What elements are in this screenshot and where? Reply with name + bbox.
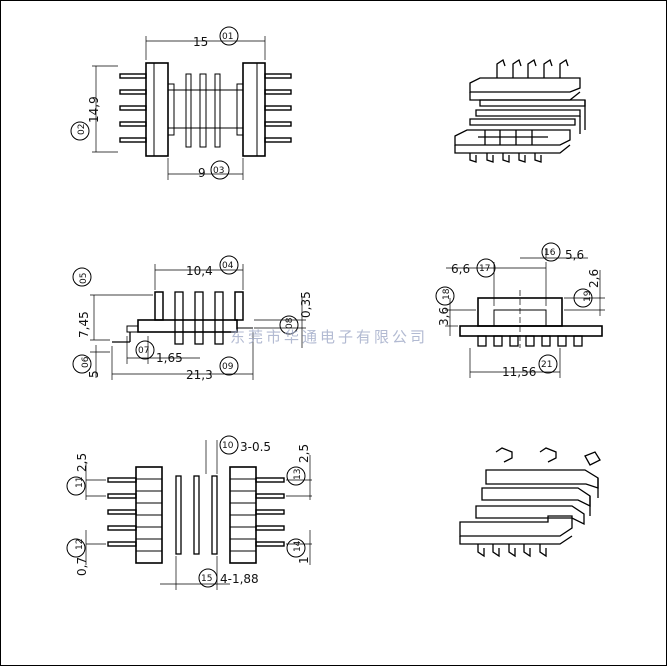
dim-0-35: 0,35 bbox=[299, 291, 313, 318]
callout-03: 03 bbox=[213, 166, 224, 176]
callout-18: 18 bbox=[442, 288, 452, 300]
right-flange bbox=[242, 62, 266, 157]
callout-01: 01 bbox=[222, 32, 233, 42]
dim-7-45: 7,45 bbox=[77, 311, 91, 338]
right-pins bbox=[264, 73, 292, 143]
callout-02: 02 bbox=[77, 124, 87, 135]
callout-07: 07 bbox=[138, 346, 149, 356]
callout-09: 09 bbox=[222, 362, 234, 372]
dim-11-56: 11,56 bbox=[502, 365, 536, 379]
dim-4-1-88: 4-1,88 bbox=[220, 572, 259, 586]
callout-17: 17 bbox=[479, 264, 490, 274]
iso-view-bottom bbox=[459, 447, 601, 558]
callout-12: 12 bbox=[75, 539, 85, 550]
left-flange bbox=[145, 62, 169, 157]
dim-15: 15 bbox=[193, 35, 208, 49]
side-view bbox=[72, 255, 306, 380]
dim-21-3: 21,3 bbox=[186, 368, 213, 382]
iso-view-top bbox=[454, 58, 586, 163]
callout-05: 05 bbox=[79, 273, 89, 284]
dim-2-5-left: 2,5 bbox=[75, 453, 89, 472]
dim-1-65: 1,65 bbox=[156, 351, 183, 365]
dim-9: 9 bbox=[198, 166, 206, 180]
callout-11: 11 bbox=[75, 477, 85, 488]
dim-3-0-5: 3-0.5 bbox=[240, 440, 271, 454]
dim-5: 5 bbox=[87, 370, 101, 378]
dim-14-9: 14,9 bbox=[87, 96, 101, 123]
bottom-view bbox=[66, 435, 312, 590]
end-view bbox=[435, 242, 605, 378]
callout-19: 19 bbox=[583, 290, 593, 302]
dim-3-6: 3,6 bbox=[437, 307, 451, 326]
callout-16: 16 bbox=[544, 248, 556, 258]
dim-0-7: 0,7 bbox=[75, 557, 89, 576]
dim-2-5-right: 2,5 bbox=[297, 444, 311, 463]
callout-21: 21 bbox=[541, 360, 552, 370]
dim-10-4: 10,4 bbox=[186, 264, 213, 278]
callout-13: 13 bbox=[293, 469, 303, 480]
callout-14: 14 bbox=[293, 540, 303, 552]
top-view bbox=[70, 26, 292, 180]
callout-08: 08 bbox=[285, 317, 295, 329]
callout-04: 04 bbox=[222, 261, 234, 271]
dim-2-6: 2,6 bbox=[587, 269, 601, 288]
watermark: 东莞市华通电子有限公司 bbox=[230, 328, 429, 346]
dim-1: 1 bbox=[297, 556, 311, 564]
callout-10: 10 bbox=[222, 441, 234, 451]
dim-5-6: 5,6 bbox=[565, 248, 584, 262]
callout-06: 06 bbox=[81, 356, 91, 368]
left-pins bbox=[119, 73, 147, 143]
callout-15: 15 bbox=[201, 574, 212, 584]
dim-6-6: 6,6 bbox=[451, 262, 470, 276]
